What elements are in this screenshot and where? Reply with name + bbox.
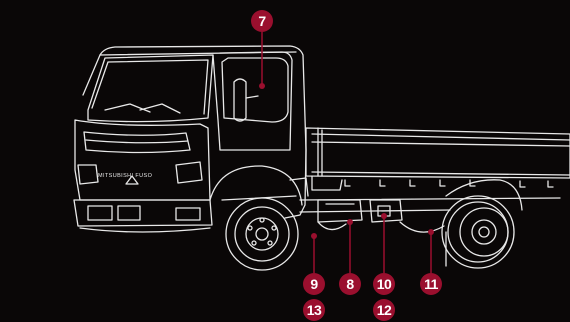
- callout-label: 12: [377, 302, 392, 318]
- callout-label: 10: [377, 276, 392, 292]
- callout-marker-12[interactable]: 12: [373, 299, 395, 321]
- headlight-right: [176, 162, 202, 183]
- callout-marker-13[interactable]: 13: [303, 299, 325, 321]
- headlight-left: [78, 165, 98, 184]
- callout-label: 11: [424, 276, 438, 292]
- front-wheel: [226, 198, 298, 270]
- door-window: [222, 58, 288, 122]
- door-outline: [213, 52, 292, 150]
- rear-fender: [446, 180, 522, 210]
- mirror: [234, 79, 246, 121]
- rear-wheel-outer: [442, 196, 514, 268]
- callout-marker-11[interactable]: 11: [420, 273, 442, 295]
- callout-label: 7: [258, 13, 265, 29]
- rear-wheel-inner: [460, 208, 508, 256]
- callout-marker-7[interactable]: 7: [251, 10, 273, 32]
- wiper-right: [140, 104, 180, 113]
- callout-marker-9[interactable]: 9: [303, 273, 325, 295]
- bumper: [74, 200, 212, 226]
- cargo-bed: [306, 128, 570, 178]
- truck-badge: MITSUBISHI FUSO: [98, 173, 153, 179]
- callout-label: 9: [310, 276, 317, 292]
- callout-marker-10[interactable]: 10: [373, 273, 395, 295]
- cab-outline: [83, 46, 306, 218]
- callout-label: 13: [307, 302, 322, 318]
- wiper-left: [105, 104, 150, 112]
- callout-label: 8: [346, 276, 353, 292]
- callout-marker-8[interactable]: 8: [339, 273, 361, 295]
- front-panel: [75, 120, 210, 200]
